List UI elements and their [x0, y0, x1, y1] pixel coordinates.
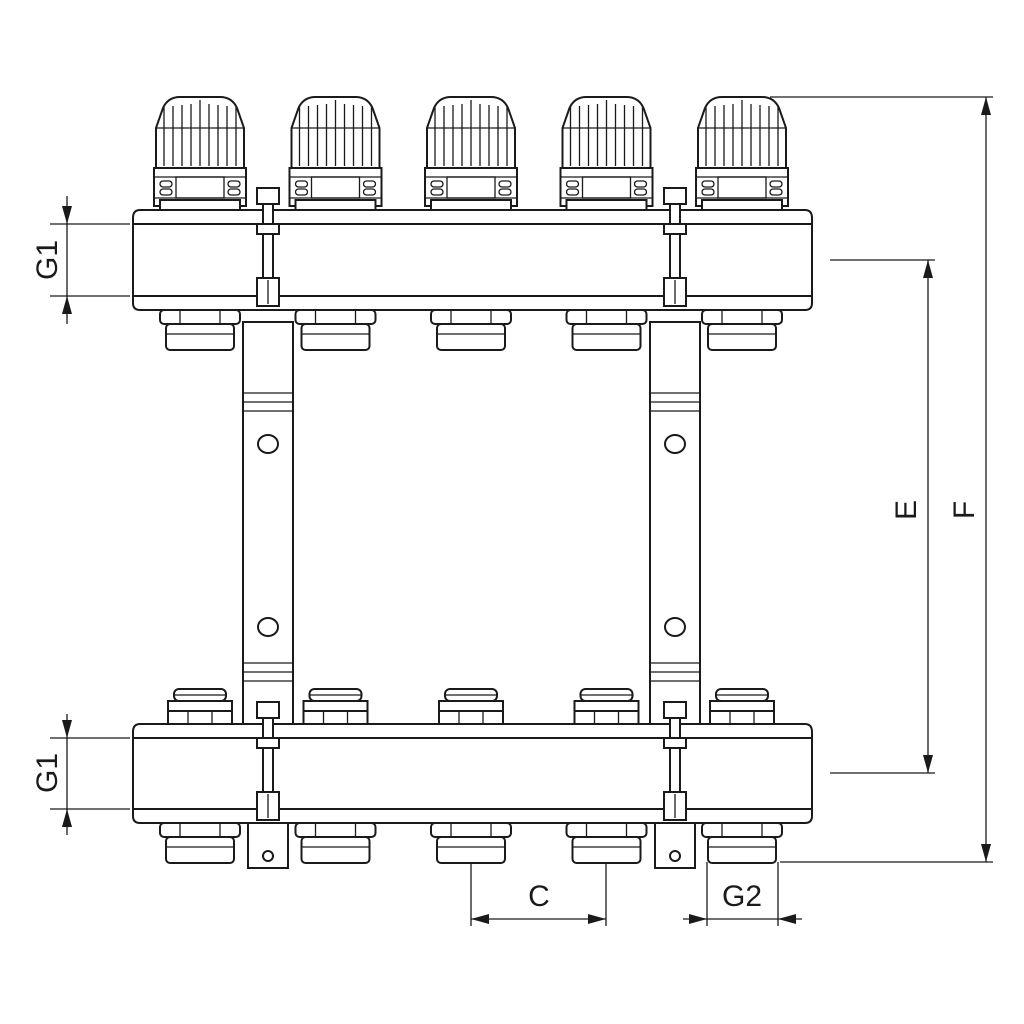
clamp-screw: [663, 701, 687, 821]
outlet-nipple: [294, 822, 377, 864]
label-g1-bottom: G1: [31, 753, 64, 793]
outlet-nipple: [430, 309, 512, 351]
outlet-nipple: [159, 309, 241, 351]
outlet-nipple: [565, 822, 648, 864]
valve-cap: [559, 96, 654, 211]
bracket-clamps: [256, 187, 687, 821]
dimension-e: E: [830, 259, 935, 774]
label-e: E: [890, 500, 923, 520]
label-g1-top: G1: [31, 240, 64, 280]
dimension-f: F: [770, 96, 993, 863]
label-c: C: [528, 880, 550, 913]
dimension-g1-top: G1: [31, 196, 130, 324]
dimension-g2: G2: [683, 862, 802, 926]
outlet-nipple: [701, 822, 783, 864]
outlet-nipple: [430, 822, 512, 864]
outlet-nipple: [159, 822, 241, 864]
outlet-nipple: [701, 309, 783, 351]
return-valve: [167, 688, 233, 725]
outlet-nipple: [565, 309, 648, 351]
label-g2: G2: [722, 880, 762, 913]
dimension-c: C: [470, 862, 607, 926]
return-valve: [573, 688, 640, 725]
clamp-screw: [663, 187, 687, 307]
outlet-connectors: [159, 309, 783, 864]
label-f: F: [948, 501, 981, 519]
right-bracket: [649, 321, 701, 869]
outlet-nipple: [294, 309, 377, 351]
valve-caps: [153, 96, 789, 211]
return-valve: [709, 688, 775, 725]
lower-bar-fittings: [167, 688, 775, 725]
return-valve: [438, 688, 504, 725]
left-bracket: [242, 321, 294, 869]
valve-cap: [695, 96, 789, 211]
top-manifold-bar: [132, 209, 813, 311]
bottom-manifold-bar: [132, 723, 813, 824]
return-valve: [302, 688, 369, 725]
valve-cap: [153, 96, 247, 211]
clamp-screw: [256, 187, 280, 307]
clamp-screw: [256, 701, 280, 821]
valve-cap: [424, 96, 518, 211]
dimension-g1-bottom: G1: [31, 714, 130, 835]
valve-cap: [288, 96, 383, 211]
